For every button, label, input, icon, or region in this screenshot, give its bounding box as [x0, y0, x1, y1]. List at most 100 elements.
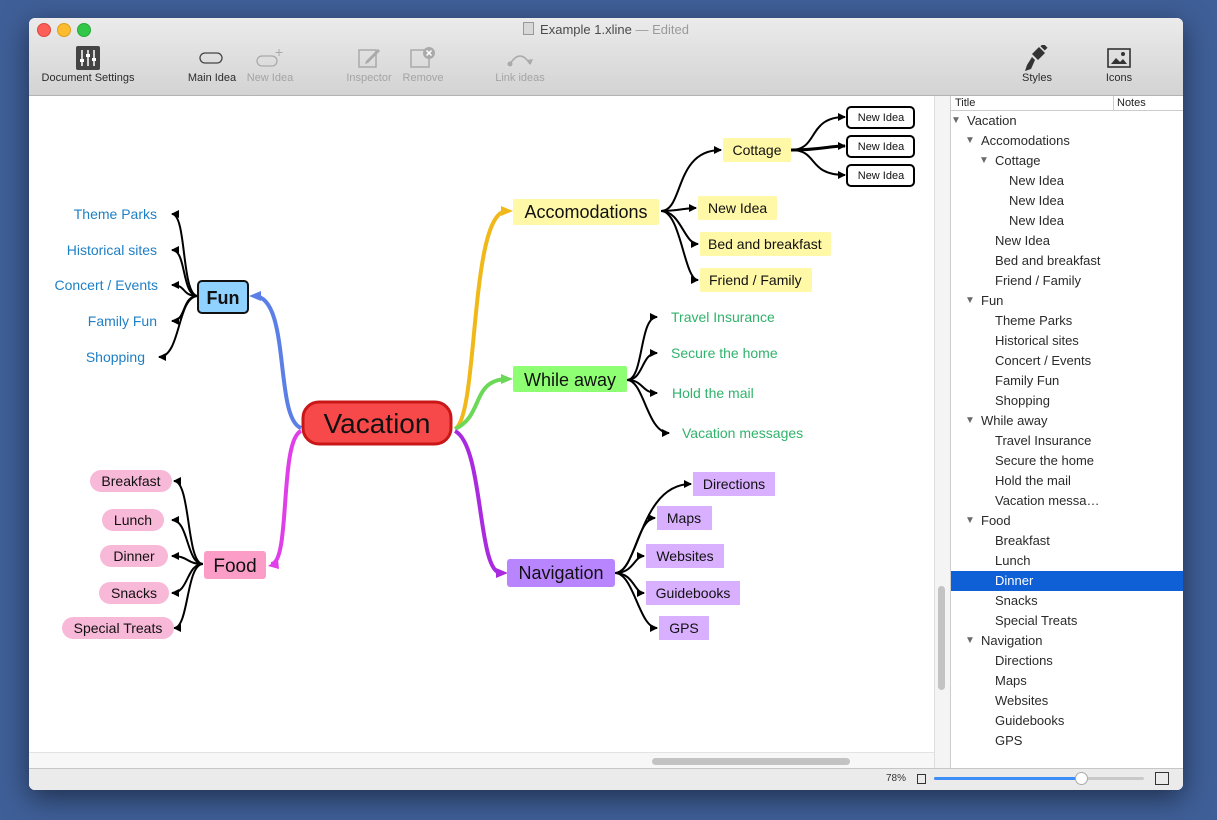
outline-panel: Title Notes ▼ Vacation ▼Accomodations▼Cott… [950, 96, 1183, 768]
outline-row[interactable]: GPS [951, 731, 1183, 751]
zoom-window-button[interactable] [77, 23, 91, 37]
outline-row[interactable]: Concert / Events [951, 351, 1183, 371]
node-new-idea-2-label: New Idea [858, 141, 905, 153]
topic-theme-parks[interactable]: Theme Parks [74, 206, 157, 222]
outline-row[interactable]: Family Fun [951, 371, 1183, 391]
node-new-idea-2[interactable] [846, 135, 915, 158]
topic-snacks[interactable]: Snacks [111, 585, 157, 601]
node-accomodations[interactable] [513, 199, 659, 225]
node-food[interactable] [204, 551, 266, 579]
mindmap-canvas[interactable]: Vacation Fun Theme Parks Historical site… [29, 96, 934, 752]
topic-new-idea[interactable]: New Idea [708, 200, 767, 216]
outline-row[interactable]: Directions [951, 651, 1183, 671]
topic-vacation-messages[interactable]: Vacation messages [682, 425, 803, 441]
topic-lunch[interactable]: Lunch [114, 512, 152, 528]
outline-row[interactable]: Vacation messa… [951, 491, 1183, 511]
outline-row[interactable]: Shopping [951, 391, 1183, 411]
node-fun[interactable] [197, 280, 249, 314]
node-navigation[interactable] [507, 559, 615, 587]
outline-row[interactable]: Maps [951, 671, 1183, 691]
outline-row[interactable]: Friend / Family [951, 271, 1183, 291]
disclosure-triangle-icon[interactable]: ▼ [965, 135, 975, 146]
topic-websites[interactable]: Websites [656, 548, 713, 564]
topic-family-fun[interactable]: Family Fun [88, 313, 157, 329]
link-ideas-label: Link ideas [495, 72, 545, 84]
zoom-slider-knob[interactable] [1075, 772, 1088, 785]
outline-row-label: Websites [995, 693, 1049, 708]
node-new-idea-3-label: New Idea [858, 170, 905, 182]
topic-special-treats-bg [62, 617, 174, 639]
outline-row[interactable]: Travel Insurance [951, 431, 1183, 451]
topic-travel-insurance[interactable]: Travel Insurance [671, 309, 775, 325]
outline-row[interactable]: New Idea [951, 171, 1183, 191]
disclosure-triangle-icon[interactable]: ▼ [965, 295, 975, 306]
outline-row[interactable]: ▼Fun [951, 291, 1183, 311]
column-notes[interactable]: Notes [1117, 97, 1146, 109]
disclosure-triangle-icon[interactable]: ▼ [979, 155, 989, 166]
connector-accomodations [453, 209, 508, 431]
new-idea-button[interactable]: New Idea [241, 44, 299, 84]
outline-row[interactable]: Secure the home [951, 451, 1183, 471]
outline-row[interactable]: ▼While away [951, 411, 1183, 431]
outline-row[interactable]: New Idea [951, 211, 1183, 231]
icons-button[interactable]: Icons [1091, 44, 1147, 84]
zoom-slider[interactable] [934, 772, 1144, 785]
outline-row[interactable]: ▼Navigation [951, 631, 1183, 651]
topic-shopping[interactable]: Shopping [86, 349, 145, 365]
zoom-out-icon[interactable] [917, 774, 926, 784]
outline-row[interactable]: ▼Cottage [951, 151, 1183, 171]
outline-row[interactable]: Breakfast [951, 531, 1183, 551]
topic-friend-family[interactable]: Friend / Family [709, 272, 802, 288]
styles-button[interactable]: Styles [1009, 44, 1065, 84]
link-ideas-button[interactable]: Link ideas [485, 44, 555, 84]
node-cottage[interactable] [723, 138, 791, 162]
outline-row[interactable]: Historical sites [951, 331, 1183, 351]
topic-breakfast[interactable]: Breakfast [101, 473, 160, 489]
outline-row[interactable]: New Idea [951, 191, 1183, 211]
topic-hold-mail[interactable]: Hold the mail [672, 385, 754, 401]
disclosure-triangle-icon[interactable]: ▼ [951, 115, 961, 126]
outline-row[interactable]: Websites [951, 691, 1183, 711]
remove-button[interactable]: Remove [397, 44, 449, 84]
outline-row[interactable]: Snacks [951, 591, 1183, 611]
outline-row-label: Vacation [967, 113, 1017, 128]
zoom-in-icon[interactable] [1155, 772, 1169, 785]
vertical-scrollbar[interactable] [938, 586, 945, 690]
topic-directions[interactable]: Directions [703, 476, 765, 492]
outline-row[interactable]: Dinner [951, 571, 1183, 591]
topic-gps[interactable]: GPS [669, 620, 699, 636]
main-idea-button[interactable]: Main Idea [183, 44, 241, 84]
topic-special-treats[interactable]: Special Treats [74, 620, 163, 636]
outline-row[interactable]: Special Treats [951, 611, 1183, 631]
outline-row[interactable]: Lunch [951, 551, 1183, 571]
horizontal-scrollbar[interactable] [652, 758, 850, 765]
node-new-idea-1[interactable] [846, 106, 915, 129]
disclosure-triangle-icon[interactable]: ▼ [965, 515, 975, 526]
outline-row[interactable]: ▼ Vacation [951, 111, 1183, 131]
window-title-text: Example 1.xline [540, 22, 632, 37]
node-while-away[interactable] [513, 366, 627, 392]
outline-row[interactable]: Hold the mail [951, 471, 1183, 491]
disclosure-triangle-icon[interactable]: ▼ [965, 415, 975, 426]
outline-row[interactable]: Guidebooks [951, 711, 1183, 731]
column-title[interactable]: Title [955, 97, 976, 109]
close-window-button[interactable] [37, 23, 51, 37]
minimize-window-button[interactable] [57, 23, 71, 37]
outline-row[interactable]: New Idea [951, 231, 1183, 251]
disclosure-triangle-icon[interactable]: ▼ [965, 635, 975, 646]
outline-row[interactable]: ▼Accomodations [951, 131, 1183, 151]
node-new-idea-3[interactable] [846, 164, 915, 187]
outline-row[interactable]: Theme Parks [951, 311, 1183, 331]
topic-maps[interactable]: Maps [667, 510, 701, 526]
document-settings-button[interactable]: Document Settings [37, 44, 139, 84]
outline-row[interactable]: Bed and breakfast [951, 251, 1183, 271]
topic-bed-and-breakfast[interactable]: Bed and breakfast [708, 236, 822, 252]
topic-historical-sites[interactable]: Historical sites [67, 242, 157, 258]
topic-dinner[interactable]: Dinner [113, 548, 155, 564]
topic-concert-events[interactable]: Concert / Events [55, 277, 159, 293]
inspector-button[interactable]: Inspector [341, 44, 397, 84]
topic-guidebooks[interactable]: Guidebooks [656, 585, 731, 601]
topic-secure-home[interactable]: Secure the home [671, 345, 778, 361]
outline-row[interactable]: ▼Food [951, 511, 1183, 531]
root-node-vacation[interactable] [301, 400, 453, 446]
